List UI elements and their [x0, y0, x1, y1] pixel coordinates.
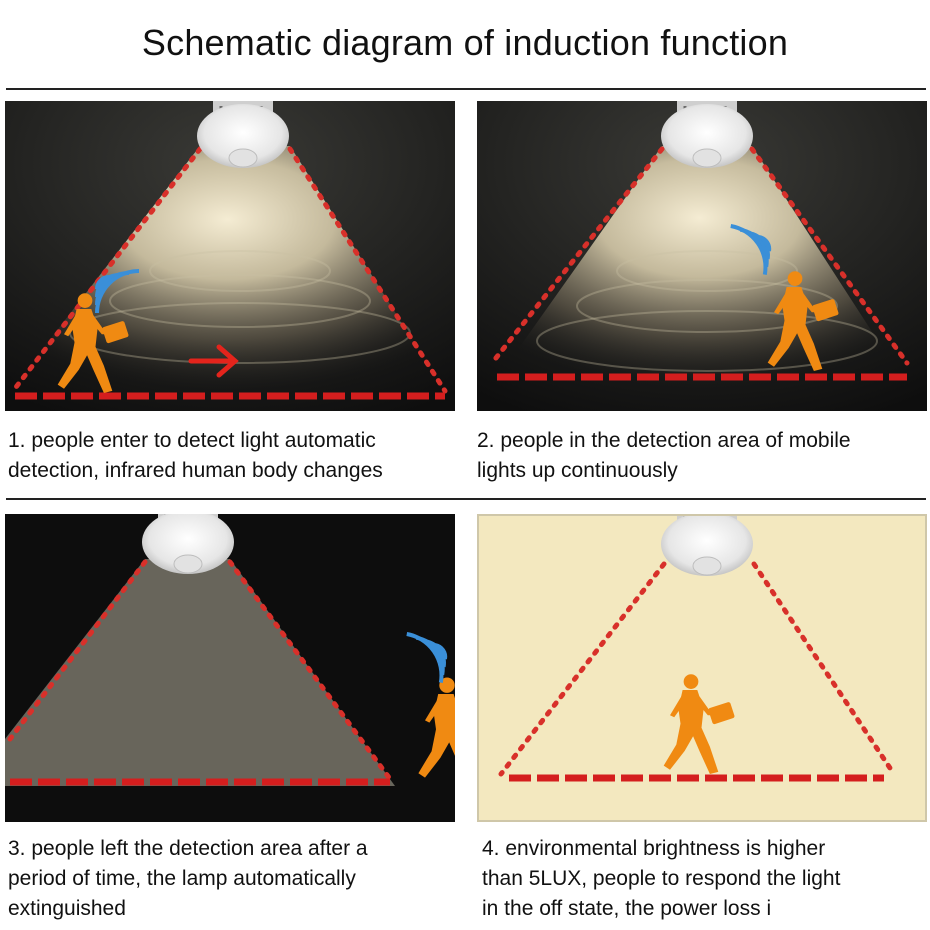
panel-1-illustration: [5, 101, 455, 411]
caption-panel-4: 4. environmental brightness is higher th…: [482, 834, 922, 924]
caption-line: lights up continuously: [477, 456, 929, 486]
caption-line: 2. people in the detection area of mobil…: [477, 426, 929, 456]
panel-1-image: [5, 101, 455, 411]
section-divider: [6, 498, 926, 500]
caption-line: period of time, the lamp automatically: [8, 864, 468, 894]
caption-panel-3: 3. people left the detection area after …: [8, 834, 468, 924]
caption-line: 4. environmental brightness is higher: [482, 834, 922, 864]
panel-2-illustration: [477, 101, 927, 411]
caption-panel-2: 2. people in the detection area of mobil…: [477, 426, 929, 486]
panel-4-illustration: [479, 516, 925, 820]
page-title: Schematic diagram of induction function: [0, 22, 930, 64]
caption-line: extinguished: [8, 894, 468, 924]
panel-3-illustration: [5, 514, 455, 822]
caption-line: in the off state, the power loss i: [482, 894, 922, 924]
caption-line: 1. people enter to detect light automati…: [8, 426, 468, 456]
caption-line: detection, infrared human body changes: [8, 456, 468, 486]
caption-line: 3. people left the detection area after …: [8, 834, 468, 864]
panel-3-image: [5, 514, 455, 822]
panel-2-image: [477, 101, 927, 411]
caption-panel-1: 1. people enter to detect light automati…: [8, 426, 468, 486]
title-divider: [6, 88, 926, 90]
panel-4-image: [477, 514, 927, 822]
caption-line: than 5LUX, people to respond the light: [482, 864, 922, 894]
